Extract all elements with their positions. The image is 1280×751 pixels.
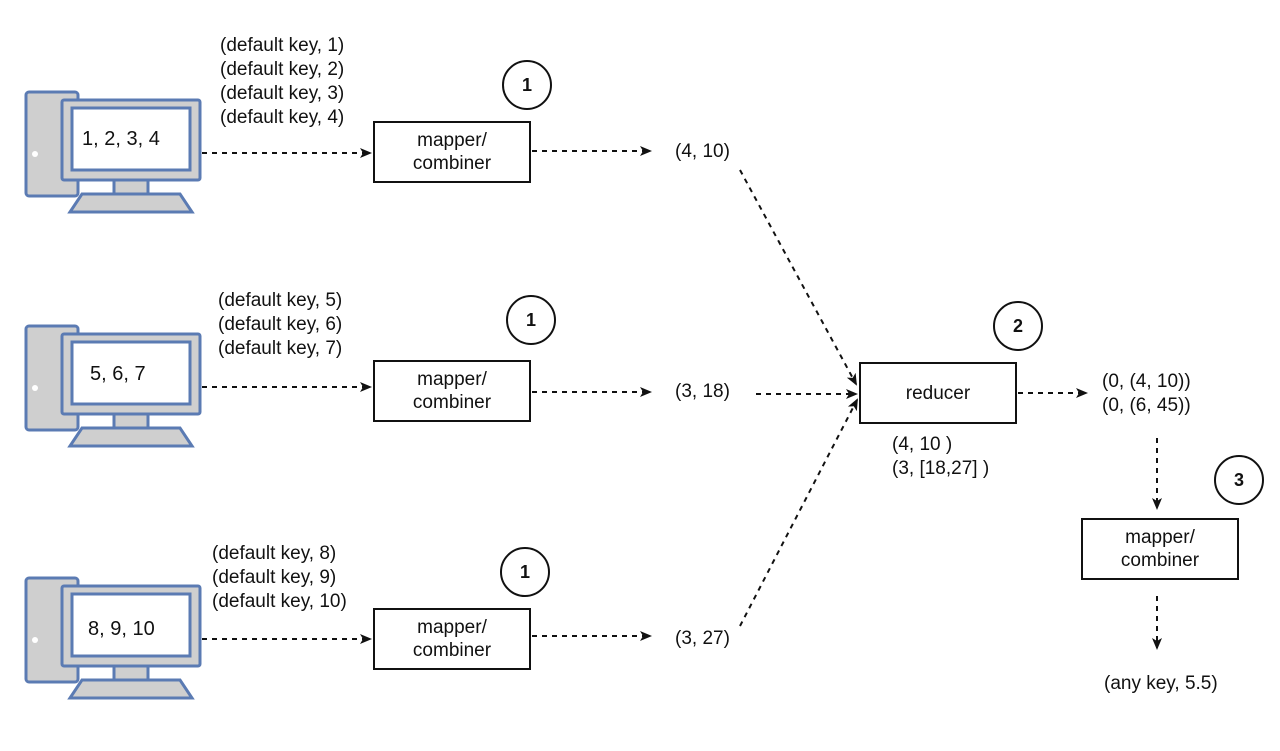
- pair: (default key, 6): [218, 314, 343, 335]
- pair: (default key, 7): [218, 338, 343, 359]
- reducer-inputs: (4, 10 ) (3, [18,27] ): [892, 433, 989, 481]
- computer-2-pairs: (default key, 5) (default key, 6) (defau…: [218, 289, 342, 361]
- pair: (default key, 5): [218, 290, 343, 311]
- pair: (default key, 8): [212, 543, 337, 564]
- pair: (default key, 10): [212, 591, 347, 612]
- computer-3-values: 8, 9, 10: [88, 618, 155, 640]
- final-mapper-label-line2: combiner: [1120, 550, 1200, 571]
- step-badge-mapper-1: 1: [502, 60, 552, 110]
- computer-2-values: 5, 6, 7: [90, 363, 146, 385]
- final-mapper-label-line1: mapper/: [1125, 527, 1195, 548]
- mapper-label-line2: combiner: [412, 640, 492, 661]
- mapper-combiner-box-1: mapper/combiner: [373, 121, 531, 183]
- arrow-output1-to-reducer: [739, 169, 857, 386]
- mapper-2-output: (3, 18): [675, 381, 730, 402]
- mapper-1-output: (4, 10): [675, 141, 730, 162]
- computer-1-icon: [24, 90, 202, 214]
- pair: (default key, 9): [212, 567, 337, 588]
- step-badge-reducer: 2: [993, 301, 1043, 351]
- computer-3-pairs: (default key, 8) (default key, 9) (defau…: [212, 542, 347, 614]
- reducer-output-line: (0, (4, 10)): [1102, 371, 1191, 392]
- reducer-box: reducer: [859, 362, 1017, 424]
- reducer-output-line: (0, (6, 45)): [1102, 395, 1191, 416]
- pair: (default key, 4): [220, 107, 345, 128]
- pair: (default key, 1): [220, 35, 345, 56]
- arrow-output3-to-reducer: [739, 398, 858, 627]
- reducer-input-line: (3, [18,27] ): [892, 458, 990, 479]
- computer-1-pairs: (default key, 1) (default key, 2) (defau…: [220, 34, 344, 130]
- mapper-combiner-box-2: mapper/combiner: [373, 360, 531, 422]
- pair: (default key, 3): [220, 83, 345, 104]
- mapper-label-line2: combiner: [412, 392, 492, 413]
- final-output: (any key, 5.5): [1104, 673, 1218, 694]
- mapper-label-line1: mapper/: [417, 617, 487, 638]
- computer-2-icon: [24, 324, 202, 448]
- computer-1-values: 1, 2, 3, 4: [82, 128, 160, 150]
- mapper-3-output: (3, 27): [675, 628, 730, 649]
- mapper-combiner-box-3: mapper/combiner: [373, 608, 531, 670]
- mapper-label-line2: combiner: [412, 153, 492, 174]
- reducer-outputs: (0, (4, 10)) (0, (6, 45)): [1102, 370, 1191, 418]
- mapper-label-line1: mapper/: [417, 369, 487, 390]
- pair: (default key, 2): [220, 59, 345, 80]
- computer-3-icon: [24, 576, 202, 700]
- step-badge-mapper-2: 1: [506, 295, 556, 345]
- final-mapper-combiner-box: mapper/combiner: [1081, 518, 1239, 580]
- step-badge-mapper-3: 1: [500, 547, 550, 597]
- step-badge-final-mapper: 3: [1214, 455, 1264, 505]
- reducer-input-line: (4, 10 ): [892, 434, 953, 455]
- mapper-label-line1: mapper/: [417, 130, 487, 151]
